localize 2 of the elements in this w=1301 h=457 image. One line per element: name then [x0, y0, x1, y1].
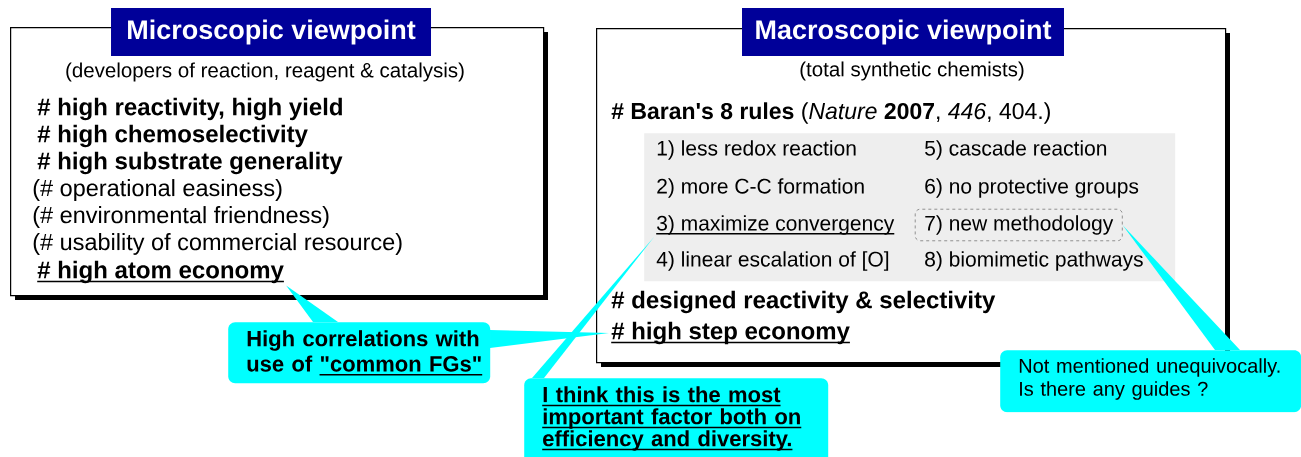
callout: I think this is the most important factor both on efficiency and diversity. — [524, 378, 829, 457]
callout: Not mentioned unequivocally. Is there any guides ? — [1000, 350, 1301, 413]
